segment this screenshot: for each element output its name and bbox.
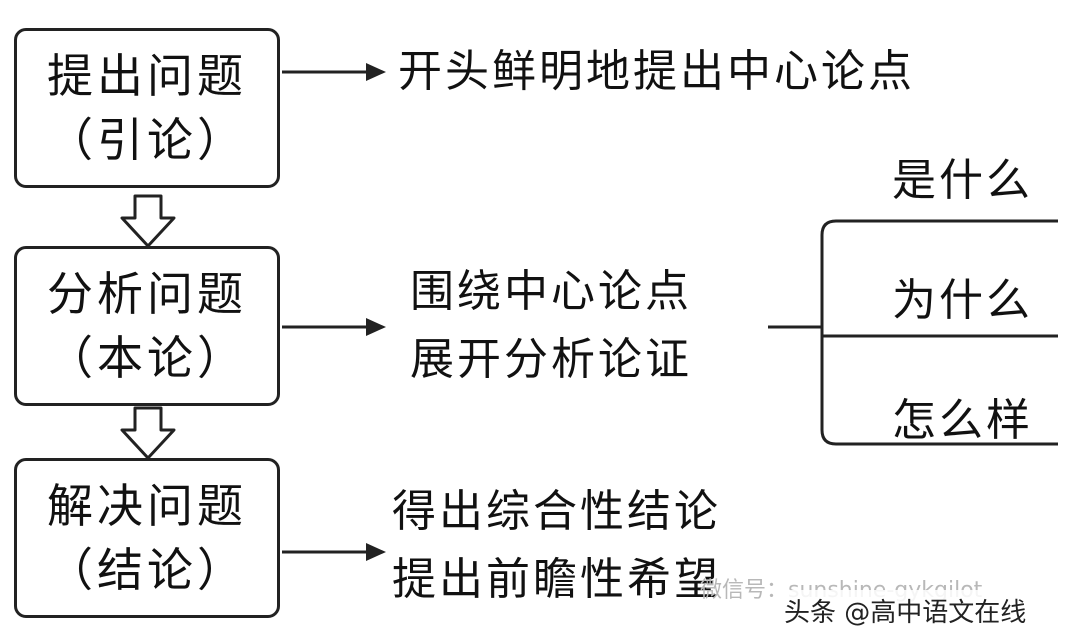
- branch-why: 为什么: [892, 275, 1033, 326]
- branch-what: 是什么: [892, 155, 1033, 206]
- step-box-conclusion: 解决问题 （结论）: [14, 458, 280, 618]
- step-subtitle: （结论）: [47, 543, 247, 597]
- step-subtitle: （引论）: [47, 113, 247, 167]
- description-line: 得出综合性结论: [392, 486, 721, 537]
- description-line: 开头鲜明地提出中心论点: [398, 46, 915, 97]
- watermark-account: 头条 @高中语文在线: [778, 590, 1033, 631]
- branch-how: 怎么样: [892, 395, 1033, 446]
- step-title: 分析问题: [47, 267, 247, 321]
- step-box-body: 分析问题 （本论）: [14, 246, 280, 406]
- down-arrow-2-3: [120, 406, 176, 460]
- arrow-step1: [282, 63, 386, 81]
- step-box-intro: 提出问题 （引论）: [14, 28, 280, 188]
- step-subtitle: （本论）: [47, 331, 247, 385]
- arrow-step2: [282, 318, 386, 336]
- step-description-conclusion: 得出综合性结论 提出前瞻性希望: [392, 478, 721, 614]
- description-line: 提出前瞻性希望: [392, 554, 721, 605]
- branch-bracket: [768, 219, 1058, 446]
- step-description-body: 围绕中心论点 展开分析论证: [410, 258, 692, 394]
- description-line: 展开分析论证: [410, 334, 692, 385]
- step-description-intro: 开头鲜明地提出中心论点: [398, 38, 915, 106]
- step-title: 提出问题: [47, 49, 247, 103]
- step-title: 解决问题: [47, 479, 247, 533]
- description-line: 围绕中心论点: [410, 266, 692, 317]
- down-arrow-1-2: [120, 194, 176, 248]
- arrow-step3: [282, 543, 386, 561]
